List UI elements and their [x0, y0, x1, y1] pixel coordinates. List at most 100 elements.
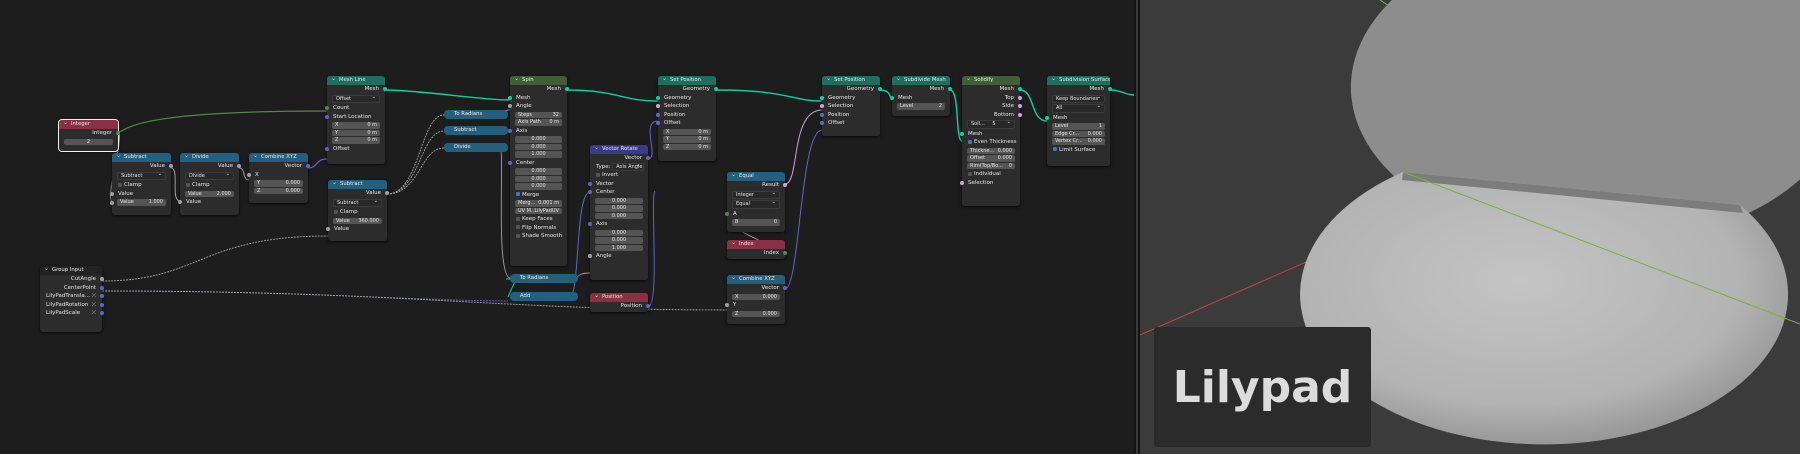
set-position-node-1[interactable]: Set Position Geometry Geometry Selection…: [656, 76, 718, 161]
subtract1-mode-dropdown[interactable]: Subtract: [117, 171, 166, 180]
limit-surface-checkbox[interactable]: [1053, 147, 1057, 151]
subtract-node-3[interactable]: Subtract: [444, 126, 508, 135]
subsurf-boundary-dropdown[interactable]: Keep Boundaries: [1052, 94, 1105, 103]
setpos1-output-socket[interactable]: [714, 87, 718, 92]
set-position-1-header[interactable]: Set Position: [658, 76, 716, 85]
add-node[interactable]: Add: [510, 292, 578, 301]
individual-checkbox[interactable]: [968, 171, 972, 176]
spin-keep-faces[interactable]: Keep Faces: [510, 215, 567, 224]
subtract2-output-socket[interactable]: [385, 191, 389, 196]
group-input-node[interactable]: Group Input CutAngle CenterPoint LilyPad…: [40, 266, 104, 332]
meshline-output-socket[interactable]: [383, 87, 387, 92]
divide-node-1-header[interactable]: Divide: [180, 153, 239, 162]
vector-rotate-header[interactable]: Vector Rotate: [590, 145, 648, 154]
index-output-socket[interactable]: [783, 251, 787, 256]
divide1-clamp-checkbox[interactable]: [186, 182, 190, 187]
even-thickness-checkbox[interactable]: [968, 139, 972, 144]
keep-faces-checkbox[interactable]: [516, 216, 520, 221]
combine1-output-socket[interactable]: [306, 164, 310, 169]
meshline-mode-dropdown[interactable]: Offset: [332, 94, 380, 103]
vecrot-vector-socket[interactable]: [588, 181, 592, 186]
combine2-y-socket[interactable]: [725, 303, 729, 308]
invert-checkbox[interactable]: [596, 172, 600, 177]
spin-header[interactable]: Spin: [510, 76, 567, 85]
vector-rotate-node[interactable]: Vector Rotate Vector Type: Axis Angle In…: [588, 145, 650, 280]
solidify-rim-field[interactable]: Rim(Top/Bo...0: [967, 162, 1015, 169]
solidify-thickness-field[interactable]: Thickne...0.000: [967, 147, 1015, 154]
mesh-line-node[interactable]: Mesh Line Mesh Offset Count Start Locati…: [325, 76, 387, 164]
rotation-socket[interactable]: [100, 302, 104, 307]
subtract1-input1-socket[interactable]: [110, 191, 114, 196]
subtract2-clamp-checkbox[interactable]: [334, 209, 338, 214]
vecrot-angle-socket[interactable]: [588, 254, 592, 259]
solidify-mode-dropdown[interactable]: Soli... 5: [967, 119, 1015, 129]
vecrot-center-x[interactable]: 0.000: [595, 197, 643, 204]
spin-axis-x[interactable]: 0.000: [515, 136, 562, 143]
solidify-bottom-socket[interactable]: [1018, 112, 1022, 117]
spin-uvmap-field[interactable]: UV M...LilyPadUV: [515, 207, 562, 214]
vecrot-type-dropdown[interactable]: Axis Angle: [612, 162, 645, 171]
subtract-node-2-header[interactable]: Subtract: [328, 180, 387, 189]
cutangle-socket[interactable]: [100, 277, 104, 282]
divide1-mode-dropdown[interactable]: Divide: [185, 171, 234, 180]
node-editor[interactable]: Integer Integer 2 Subtract Value Subtrac…: [0, 0, 1134, 454]
subsurf-edge-crease-field[interactable]: Edge Cr...0.000: [1052, 130, 1105, 137]
combine2-output-socket[interactable]: [783, 286, 787, 291]
equal-op-dropdown[interactable]: Equal: [732, 199, 780, 209]
subtract1-input2-socket[interactable]: [110, 201, 114, 206]
spin-output-socket[interactable]: [565, 87, 569, 92]
subdivision-surface-node[interactable]: Subdivision Surface Mesh Keep Boundaries…: [1045, 76, 1112, 166]
solidify-mesh-socket[interactable]: [1018, 87, 1022, 92]
subtract2-clamp[interactable]: Clamp: [328, 208, 387, 217]
position-header[interactable]: Position: [590, 293, 648, 302]
mesh-line-header[interactable]: Mesh Line: [327, 76, 385, 85]
scale-socket[interactable]: [100, 311, 104, 316]
subsurf-vertex-crease-field[interactable]: Vertex Cr...0.000: [1052, 138, 1105, 145]
subtract-node-1-header[interactable]: Subtract: [112, 153, 171, 162]
equal-a-socket[interactable]: [725, 211, 729, 216]
position-output-socket[interactable]: [646, 304, 650, 309]
solidify-individual[interactable]: Individual: [962, 170, 1020, 179]
to-radians-node-2[interactable]: To Radians: [510, 274, 578, 283]
set-position-node-2[interactable]: Set Position Geometry Geometry Selection…: [820, 76, 882, 136]
setpos2-output-socket[interactable]: [878, 87, 882, 92]
vecrot-invert[interactable]: Invert: [590, 171, 648, 180]
set-position-2-header[interactable]: Set Position: [822, 76, 880, 85]
solidify-side-socket[interactable]: [1018, 104, 1022, 109]
equal-header[interactable]: Equal: [727, 172, 785, 181]
index-node[interactable]: Index Index: [727, 240, 787, 259]
subsurf-output-socket[interactable]: [1108, 87, 1112, 92]
subtract1-clamp[interactable]: Clamp: [112, 181, 171, 190]
combine-xyz-2-header[interactable]: Combine XYZ: [727, 275, 785, 284]
divide1-clamp[interactable]: Clamp: [180, 181, 239, 190]
spin-center-z[interactable]: 0.000: [515, 183, 562, 190]
shade-smooth-checkbox[interactable]: [516, 233, 520, 238]
subtract2-mode-dropdown[interactable]: Subtract: [333, 198, 382, 207]
spin-axis-socket[interactable]: [508, 128, 512, 133]
subtract-node-2[interactable]: Subtract Value Subtract Clamp Value360.0…: [326, 180, 389, 241]
vecrot-center-z[interactable]: 0.000: [595, 212, 643, 219]
solidify-top-socket[interactable]: [1018, 95, 1022, 100]
spin-center-x[interactable]: 0.000: [515, 168, 562, 175]
meshline-count-socket[interactable]: [325, 106, 329, 111]
meshline-start-socket[interactable]: [325, 114, 329, 119]
vecrot-axis-z[interactable]: 1.000: [595, 244, 643, 251]
spin-flip-normals[interactable]: Flip Normals: [510, 224, 567, 233]
position-node[interactable]: Position Position: [590, 293, 650, 312]
combine1-x-socket[interactable]: [247, 172, 251, 177]
equal-output-socket[interactable]: [783, 183, 787, 188]
centerpoint-socket[interactable]: [100, 285, 104, 290]
